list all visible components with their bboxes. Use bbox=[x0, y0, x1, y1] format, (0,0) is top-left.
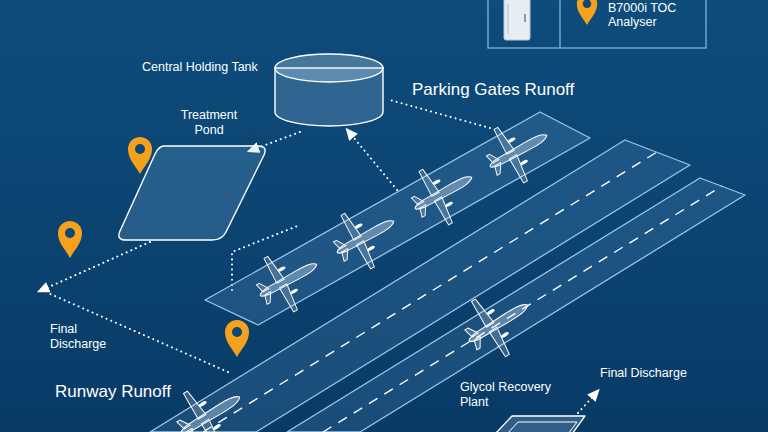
node-label: Parking Gates Runoff bbox=[412, 80, 574, 100]
treatment-pond: Treatment Pond bbox=[112, 106, 272, 244]
treatment-pond-shape bbox=[112, 106, 272, 244]
discharge-label: Final Discharge bbox=[50, 322, 114, 352]
runway-strip: Runway Runoff bbox=[50, 135, 700, 432]
label-holder: Final Discharge bbox=[50, 322, 114, 352]
legend-text: B7000i TOC Analyser bbox=[608, 1, 700, 29]
node-label: Treatment Pond bbox=[172, 108, 246, 138]
label-holder: Final Discharge bbox=[600, 366, 687, 381]
node-label: Glycol Recovery Plant bbox=[460, 380, 560, 410]
holding-tank: Central Holding Tank bbox=[140, 52, 386, 132]
flow-connector bbox=[349, 132, 397, 190]
glycol-plant: Glycol Recovery Plant bbox=[455, 377, 595, 432]
node-label: Central Holding Tank bbox=[142, 60, 258, 75]
legend-entry: B7000i TOC Analyser bbox=[608, 1, 700, 29]
discharge-label: Final Discharge bbox=[600, 366, 687, 381]
legend-box bbox=[488, 0, 706, 48]
node-label: Runway Runoff bbox=[55, 382, 171, 402]
